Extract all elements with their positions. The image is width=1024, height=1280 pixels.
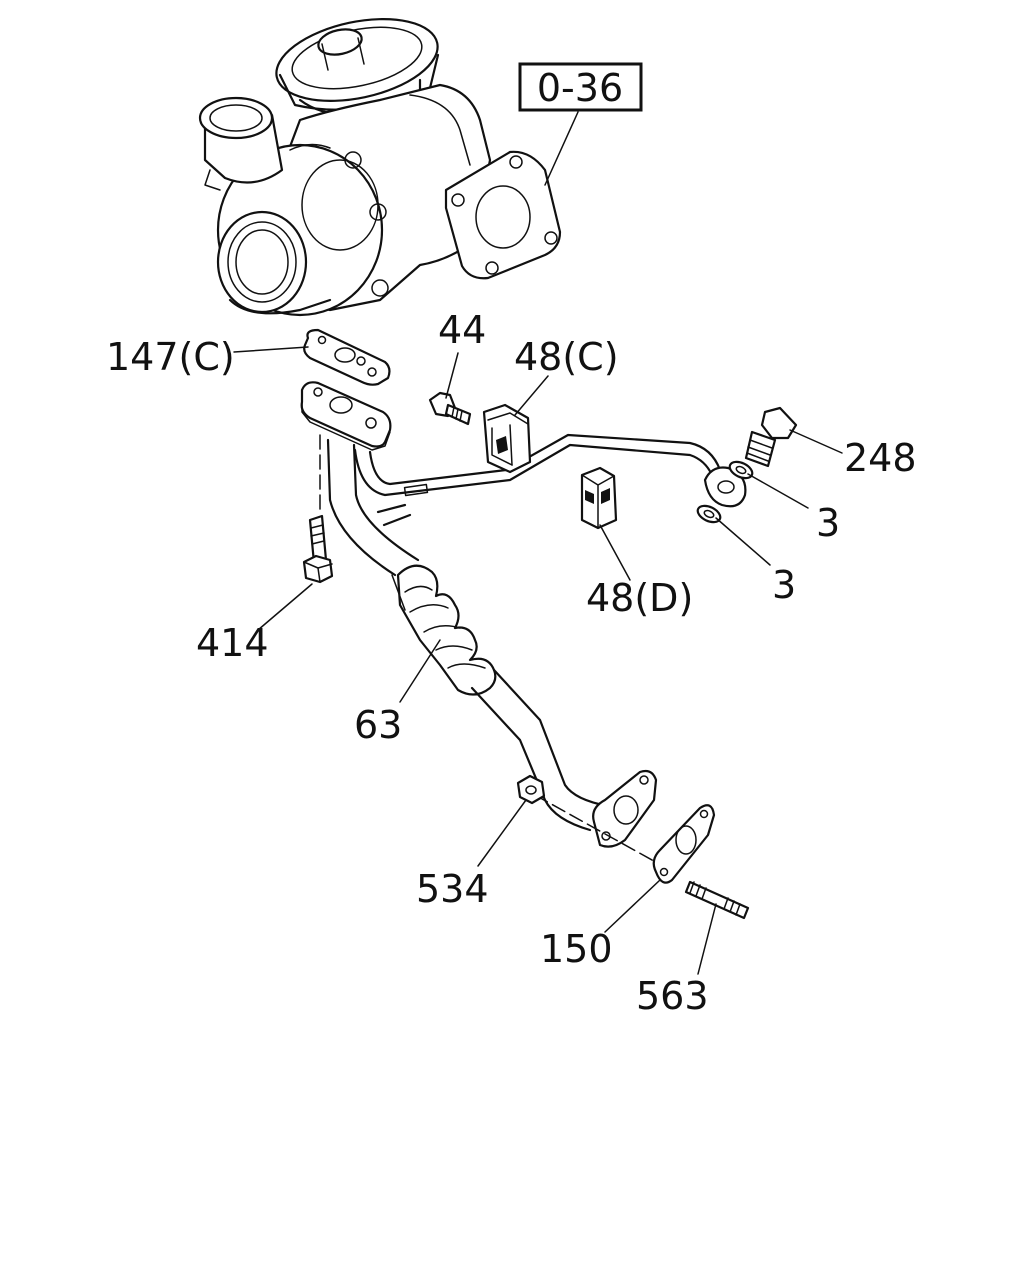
washer-3-upper — [728, 460, 809, 509]
turbocharger-assembly — [198, 18, 562, 317]
callout-563: 563 — [636, 974, 709, 1018]
callout-labels: 147(C) 44 48(C) 248 3 3 48(D) 414 63 534… — [106, 308, 917, 1018]
bolt-44 — [428, 352, 472, 426]
callout-414: 414 — [196, 621, 269, 665]
callout-44: 44 — [438, 308, 486, 352]
gasket-150 — [604, 804, 716, 933]
callout-147c: 147(C) — [106, 335, 235, 379]
clip-48c — [482, 375, 549, 474]
eye-bolt-248 — [744, 406, 843, 468]
callout-534: 534 — [416, 867, 489, 911]
gasket-147c — [233, 328, 391, 386]
callout-63: 63 — [354, 703, 402, 747]
bolt-414 — [257, 514, 334, 631]
washer-3-lower — [696, 504, 771, 566]
reference-box: 0-36 — [518, 62, 643, 186]
reference-code: 0-36 — [537, 66, 623, 110]
oil-pipe-branch — [353, 433, 747, 527]
callout-248: 248 — [844, 436, 917, 480]
callout-48d: 48(D) — [586, 576, 693, 620]
callout-3-upper: 3 — [816, 501, 840, 545]
callout-3-lower: 3 — [772, 563, 796, 607]
nut-534 — [477, 774, 546, 867]
clip-48d — [580, 466, 631, 581]
stud-563 — [684, 880, 750, 975]
assembly-center-lines — [319, 434, 671, 871]
callout-150: 150 — [540, 927, 613, 971]
callout-48c: 48(C) — [514, 335, 619, 379]
leader-63 — [399, 639, 441, 703]
